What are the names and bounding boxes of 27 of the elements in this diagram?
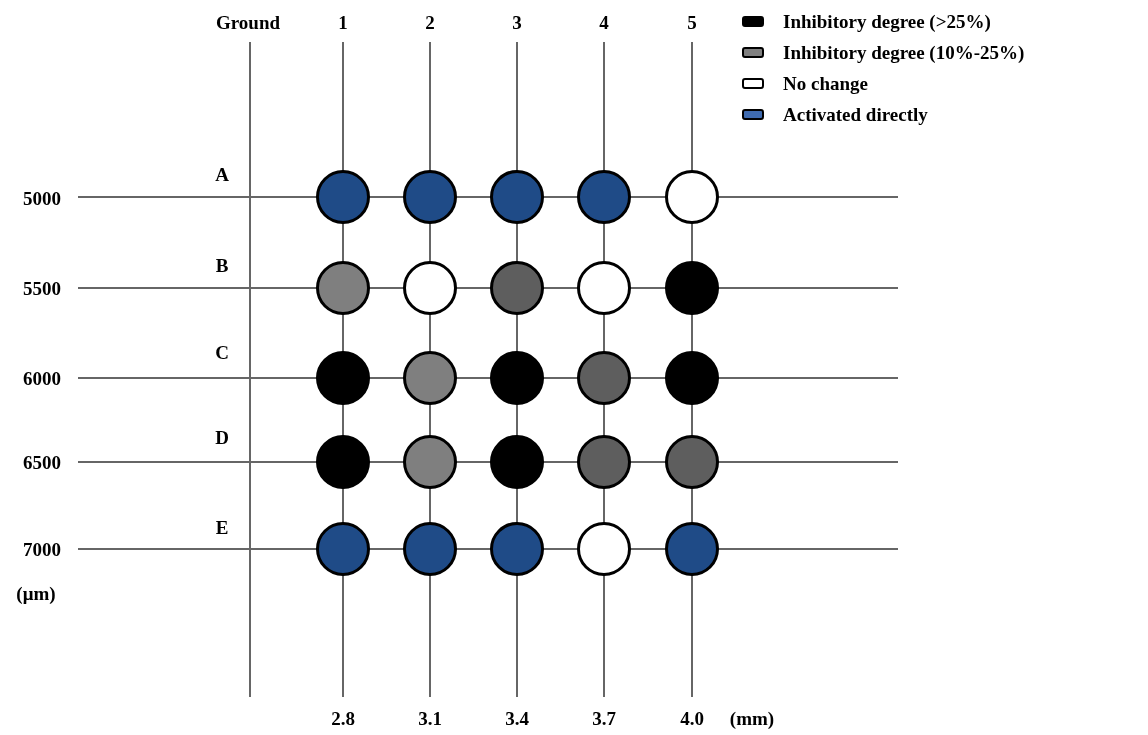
column-value: 2.8 (331, 708, 355, 728)
row-letter: C (215, 342, 229, 362)
legend-text: Inhibitory degree (>25%) (783, 11, 991, 31)
row-value: 6500 (23, 452, 61, 472)
column-value: 4.0 (680, 708, 704, 728)
row-value: 5500 (23, 278, 61, 298)
unit-label: (μm) (16, 583, 56, 603)
column-number: 2 (425, 12, 435, 32)
row-value: 5000 (23, 188, 61, 208)
column-label: Ground (215, 12, 281, 32)
column-value: 3.4 (505, 708, 529, 728)
row-letter: B (215, 255, 229, 275)
legend-text: Inhibitory degree (10%-25%) (783, 42, 1025, 62)
column-number: 5 (687, 12, 697, 32)
row-value: 7000 (23, 539, 61, 559)
column-value: 3.7 (592, 708, 616, 728)
legend-text: No change (783, 73, 868, 93)
unit-label: (mm) (729, 708, 775, 728)
legend-text: Activated directly (783, 104, 928, 124)
row-letter: E (215, 517, 229, 537)
row-value: 6000 (23, 368, 61, 388)
column-number: 4 (599, 12, 609, 32)
column-number: 3 (512, 12, 522, 32)
row-letter: A (215, 164, 229, 184)
column-value: 3.1 (418, 708, 442, 728)
column-number: 1 (338, 12, 348, 32)
row-letter: D (215, 427, 229, 447)
